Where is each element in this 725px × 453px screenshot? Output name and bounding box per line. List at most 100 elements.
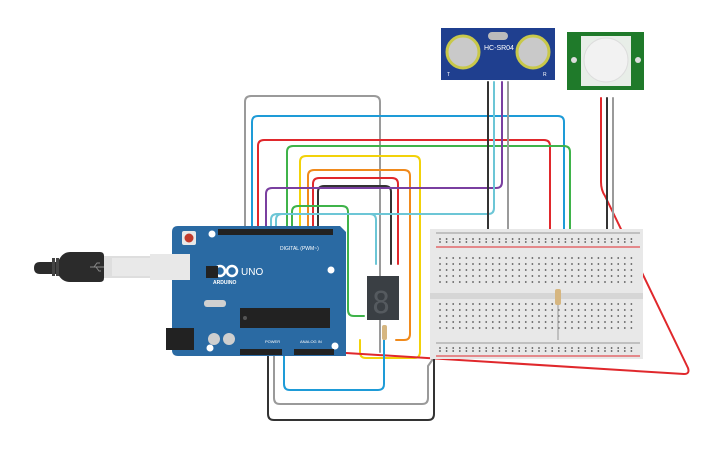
breadboard-hole[interactable] bbox=[498, 309, 501, 311]
breadboard-hole[interactable] bbox=[472, 281, 474, 283]
breadboard-hole[interactable] bbox=[505, 309, 507, 311]
breadboard-hole[interactable] bbox=[538, 321, 540, 323]
breadboard-hole[interactable] bbox=[623, 327, 626, 329]
breadboard-hole[interactable] bbox=[524, 238, 527, 240]
breadboard-hole[interactable] bbox=[445, 281, 448, 283]
breadboard-hole[interactable] bbox=[531, 263, 534, 265]
breadboard-hole[interactable] bbox=[439, 281, 441, 283]
breadboard-hole[interactable] bbox=[524, 269, 527, 271]
breadboard-hole[interactable] bbox=[524, 275, 527, 277]
breadboard-hole[interactable] bbox=[630, 321, 633, 323]
breadboard-hole[interactable] bbox=[551, 309, 554, 311]
wire-pir-red[interactable] bbox=[329, 97, 690, 375]
breadboard-hole[interactable] bbox=[485, 315, 488, 317]
ultrasonic-sensor[interactable]: HC-SR04 T R bbox=[441, 28, 555, 80]
breadboard-hole[interactable] bbox=[610, 327, 613, 329]
breadboard-hole[interactable] bbox=[445, 327, 448, 329]
breadboard-hole[interactable] bbox=[445, 315, 448, 317]
breadboard-hole[interactable] bbox=[445, 238, 448, 240]
breadboard-hole[interactable] bbox=[544, 263, 547, 265]
breadboard-hole[interactable] bbox=[557, 241, 560, 243]
breadboard-hole[interactable] bbox=[630, 238, 633, 240]
breadboard-hole[interactable] bbox=[465, 269, 468, 271]
wire-red[interactable] bbox=[257, 139, 551, 263]
breadboard-hole[interactable] bbox=[584, 303, 587, 305]
breadboard-hole[interactable] bbox=[511, 321, 514, 323]
breadboard-hole[interactable] bbox=[590, 327, 593, 329]
breadboard-hole[interactable] bbox=[518, 350, 521, 352]
breadboard-hole[interactable] bbox=[597, 241, 600, 243]
breadboard-hole[interactable] bbox=[505, 303, 507, 305]
breadboard-hole[interactable] bbox=[511, 257, 514, 259]
breadboard-hole[interactable] bbox=[498, 281, 501, 283]
breadboard-hole[interactable] bbox=[491, 275, 494, 277]
breadboard-hole[interactable] bbox=[623, 257, 626, 259]
wire-cyan-2[interactable] bbox=[275, 213, 377, 265]
breadboard-hole[interactable] bbox=[511, 241, 514, 243]
breadboard-hole[interactable] bbox=[590, 350, 593, 352]
breadboard-hole[interactable] bbox=[478, 309, 481, 311]
breadboard-hole[interactable] bbox=[577, 275, 580, 277]
breadboard-hole[interactable] bbox=[557, 257, 560, 259]
breadboard-hole[interactable] bbox=[439, 238, 441, 240]
breadboard-hole[interactable] bbox=[518, 241, 521, 243]
breadboard-hole[interactable] bbox=[485, 238, 488, 240]
breadboard-hole[interactable] bbox=[623, 281, 626, 283]
breadboard-hole[interactable] bbox=[597, 263, 600, 265]
breadboard-hole[interactable] bbox=[478, 315, 481, 317]
breadboard-hole[interactable] bbox=[498, 275, 501, 277]
breadboard-hole[interactable] bbox=[452, 350, 455, 352]
breadboard-hole[interactable] bbox=[564, 269, 567, 271]
breadboard-hole[interactable] bbox=[590, 269, 593, 271]
breadboard-hole[interactable] bbox=[531, 315, 534, 317]
breadboard-hole[interactable] bbox=[491, 321, 494, 323]
breadboard-hole[interactable] bbox=[610, 303, 613, 305]
breadboard-hole[interactable] bbox=[445, 269, 448, 271]
wire-red-short[interactable] bbox=[312, 177, 399, 265]
breadboard-hole[interactable] bbox=[478, 241, 481, 243]
breadboard-hole[interactable] bbox=[544, 347, 547, 349]
breadboard-hole[interactable] bbox=[623, 315, 626, 317]
wire-black[interactable] bbox=[317, 185, 392, 265]
breadboard-hole[interactable] bbox=[498, 269, 501, 271]
breadboard-hole[interactable] bbox=[445, 321, 448, 323]
breadboard-hole[interactable] bbox=[590, 347, 593, 349]
breadboard-hole[interactable] bbox=[630, 347, 633, 349]
breadboard-hole[interactable] bbox=[630, 269, 633, 271]
breadboard-hole[interactable] bbox=[577, 303, 580, 305]
breadboard-hole[interactable] bbox=[472, 303, 474, 305]
breadboard-hole[interactable] bbox=[505, 315, 507, 317]
breadboard-hole[interactable] bbox=[445, 241, 448, 243]
breadboard-hole[interactable] bbox=[584, 315, 587, 317]
breadboard-hole[interactable] bbox=[491, 309, 494, 311]
breadboard-hole[interactable] bbox=[604, 321, 606, 323]
breadboard-hole[interactable] bbox=[491, 263, 494, 265]
breadboard-hole[interactable] bbox=[524, 347, 527, 349]
breadboard-hole[interactable] bbox=[524, 321, 527, 323]
breadboard-hole[interactable] bbox=[511, 309, 514, 311]
breadboard-hole[interactable] bbox=[538, 309, 540, 311]
breadboard-hole[interactable] bbox=[571, 269, 573, 271]
breadboard-hole[interactable] bbox=[577, 263, 580, 265]
breadboard-hole[interactable] bbox=[623, 347, 626, 349]
breadboard-hole[interactable] bbox=[472, 275, 474, 277]
breadboard-hole[interactable] bbox=[531, 350, 534, 352]
breadboard-hole[interactable] bbox=[498, 315, 501, 317]
breadboard-hole[interactable] bbox=[531, 241, 534, 243]
breadboard-hole[interactable] bbox=[610, 269, 613, 271]
breadboard-hole[interactable] bbox=[630, 309, 633, 311]
breadboard-hole[interactable] bbox=[491, 269, 494, 271]
breadboard-hole[interactable] bbox=[577, 321, 580, 323]
breadboard-hole[interactable] bbox=[452, 281, 455, 283]
breadboard-hole[interactable] bbox=[485, 269, 488, 271]
breadboard-hole[interactable] bbox=[564, 257, 567, 259]
breadboard-hole[interactable] bbox=[458, 238, 461, 240]
breadboard-hole[interactable] bbox=[590, 309, 593, 311]
breadboard-hole[interactable] bbox=[544, 269, 547, 271]
breadboard-hole[interactable] bbox=[590, 303, 593, 305]
breadboard-hole[interactable] bbox=[498, 241, 501, 243]
breadboard-hole[interactable] bbox=[590, 257, 593, 259]
breadboard-hole[interactable] bbox=[577, 257, 580, 259]
breadboard-hole[interactable] bbox=[590, 315, 593, 317]
breadboard-hole[interactable] bbox=[478, 350, 481, 352]
